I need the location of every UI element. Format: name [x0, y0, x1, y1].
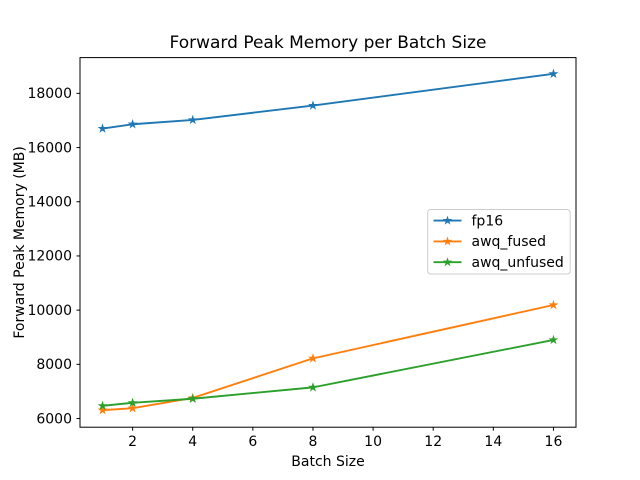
- x-tick-label: 6: [248, 434, 257, 450]
- x-axis-label: Batch Size: [291, 454, 364, 470]
- chart-title: Forward Peak Memory per Batch Size: [170, 33, 487, 53]
- y-tick-label: 14000: [27, 195, 72, 211]
- legend-sample-marker: [442, 215, 453, 225]
- data-point-marker: [308, 382, 318, 392]
- y-tick-label: 18000: [27, 86, 72, 102]
- x-axis-ticks: 2 4 6 8 10 12 14 16: [128, 427, 562, 450]
- legend-sample-marker: [442, 257, 453, 267]
- legend-label-awq_unfused: awq_unfused: [472, 255, 564, 271]
- legend-sample-marker: [442, 236, 453, 246]
- y-tick-label: 6000: [36, 411, 72, 427]
- legend: fp16 awq_fused awq_unfused: [427, 209, 571, 275]
- y-tick-label: 16000: [27, 140, 72, 156]
- data-point-marker: [97, 400, 108, 410]
- series-markers-fp16: [97, 68, 559, 133]
- legend-label-awq_fused: awq_fused: [472, 234, 547, 250]
- x-tick-label: 12: [424, 434, 442, 450]
- y-tick-label: 10000: [27, 303, 72, 319]
- legend-label-fp16: fp16: [472, 213, 504, 229]
- y-axis-label: Forward Peak Memory (MB): [12, 146, 28, 338]
- y-axis-ticks: 6000 8000 10000 12000 14000 16000 18000: [27, 86, 80, 427]
- y-tick-label: 12000: [27, 249, 72, 265]
- data-point-marker: [308, 353, 318, 363]
- series-markers-awq_unfused: [97, 334, 559, 410]
- chart-dynamic-layer: 2 4 6 8 10 12 14 16 6000 8000 10000 12000 14000 16000…: [27, 57, 577, 450]
- x-tick-label: 16: [545, 434, 563, 450]
- legend-box: [427, 209, 571, 275]
- x-tick-label: 8: [309, 434, 318, 450]
- data-point-marker: [548, 299, 559, 310]
- x-tick-label: 14: [484, 434, 502, 450]
- axes-frame: [79, 57, 577, 428]
- data-point-marker: [127, 119, 138, 129]
- y-tick-label: 8000: [36, 357, 72, 373]
- data-point-marker: [548, 68, 559, 79]
- data-point-marker: [127, 397, 138, 408]
- data-point-marker: [548, 334, 559, 345]
- x-tick-label: 4: [188, 434, 197, 450]
- data-point-marker: [127, 403, 138, 413]
- data-point-marker: [187, 393, 198, 403]
- x-tick-label: 10: [364, 434, 382, 450]
- data-point-marker: [97, 404, 108, 415]
- x-tick-label: 2: [128, 434, 137, 450]
- data-point-marker: [187, 114, 198, 125]
- data-point-marker: [97, 123, 108, 133]
- data-point-marker: [308, 100, 318, 110]
